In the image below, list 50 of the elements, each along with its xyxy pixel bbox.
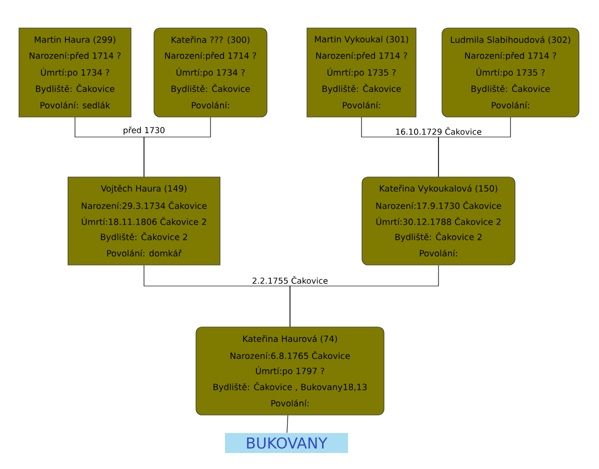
person-box xyxy=(18,28,132,118)
text-line: Povolání: sedlák xyxy=(40,102,110,108)
person-box xyxy=(154,28,268,118)
text-line: Bydliště: Čakovice 2 xyxy=(395,232,482,242)
text-line: Povolání: xyxy=(271,400,308,406)
text-line: Narození:6.8.1765 Čakovice xyxy=(230,350,350,360)
text-line: Narození:před 1714 ? xyxy=(30,52,121,61)
text-line: Ludmila Slabihoudová (302) xyxy=(450,36,570,44)
text-line: Narození:před 1714 ? xyxy=(165,52,256,61)
text-line: Narození:před 1714 ? xyxy=(316,52,408,61)
text-line: Narození:před 1714 ? xyxy=(465,52,556,61)
text-line: Úmrtí:po 1735 ? xyxy=(476,68,545,78)
edge-label: 2.2.1755 Čakovice xyxy=(252,276,328,284)
edge-label: 16.10.1729 Čakovice xyxy=(396,127,482,135)
text-line: Úmrtí:po 1734 ? xyxy=(41,68,110,78)
text-line: Martin Haura (299) xyxy=(34,36,116,44)
text-line: Bydliště: Čakovice xyxy=(36,84,114,94)
text-line: Úmrtí:po 1797 ? xyxy=(256,366,324,376)
text-line: Povolání: domkář xyxy=(107,250,182,256)
text-line: Kateřina Vykoukalová (150) xyxy=(380,184,498,194)
text-line: Povolání: xyxy=(420,250,457,256)
text-line: Úmrtí:po 1734 ? xyxy=(176,68,245,78)
text-line: Narození:17.9.1730 Čakovice xyxy=(376,200,502,210)
text-line: Povolání: xyxy=(492,102,529,108)
text-line: Povolání: xyxy=(192,102,229,108)
place-label: BUKOVANY xyxy=(225,433,348,453)
person-box xyxy=(68,176,220,266)
text-line: Bydliště: Čakovice , Bukovany18,13 xyxy=(214,382,367,392)
person-box xyxy=(306,28,416,118)
person-box xyxy=(362,176,516,266)
person-box xyxy=(196,326,384,416)
person-box xyxy=(442,28,580,118)
connector-line xyxy=(290,265,439,327)
text-line: Povolání: xyxy=(342,102,380,108)
text-line: Bydliště: Čakovice xyxy=(322,84,401,94)
connector-line xyxy=(286,415,288,434)
text-line: Bydliště: Čakovice 2 xyxy=(100,232,188,242)
text-line: Narození:29.3.1734 Čakovice xyxy=(82,200,207,210)
text-line: Úmrtí:18.11.1806 Čakovice 2 xyxy=(82,216,206,226)
text-line: Úmrtí:30.12.1788 Čakovice 2 xyxy=(376,216,500,226)
connector-line xyxy=(438,117,511,177)
text-line: Bydliště: Čakovice xyxy=(172,84,250,94)
text-line: Bydliště: Čakovice xyxy=(472,84,550,94)
text-line: Kateřina ??? (300) xyxy=(172,36,250,44)
text-line: Martin Vykoukal (301) xyxy=(315,36,408,44)
edge-label: před 1730 xyxy=(124,126,164,135)
text-line: Kateřina Haurová (74) xyxy=(243,335,337,343)
text-line: Vojtěch Haura (149) xyxy=(100,184,186,194)
connector-line xyxy=(144,117,211,177)
text-line: Úmrtí:po 1735 ? xyxy=(328,68,396,78)
